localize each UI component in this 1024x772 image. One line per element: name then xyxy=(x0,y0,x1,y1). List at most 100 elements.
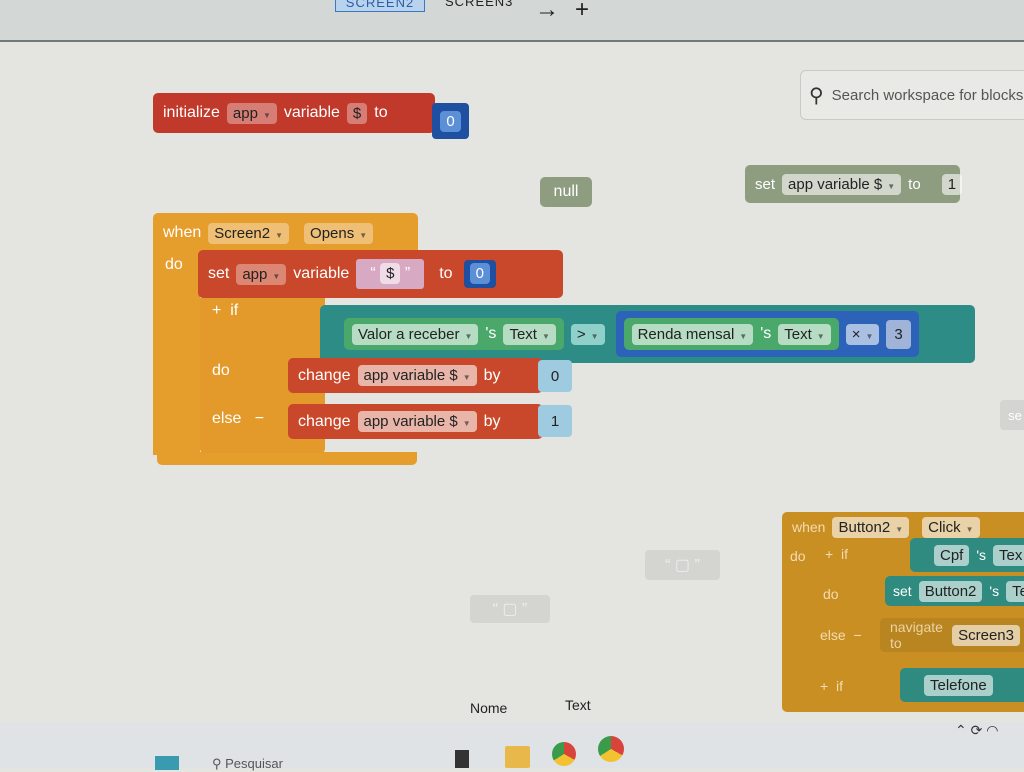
component-dropdown[interactable]: Button2▼ xyxy=(832,516,910,538)
compare-block[interactable]: Cpf 's Tex xyxy=(910,538,1024,572)
number-field[interactable]: 1 xyxy=(941,173,963,195)
chrome-profile-icon[interactable] xyxy=(598,736,624,762)
component-dropdown[interactable]: Screen2▼ xyxy=(208,222,290,244)
block-label: change xyxy=(298,412,351,430)
navigate-block[interactable]: navigate to Screen3 xyxy=(880,618,1024,652)
block-label: initialize xyxy=(163,104,220,121)
block-label: set xyxy=(893,583,912,599)
variable-dropdown[interactable]: app variable $▼ xyxy=(357,365,477,386)
do-label: do xyxy=(212,362,230,379)
else-label: else − xyxy=(820,627,862,643)
ghost-text-block[interactable]: “ ▢ ” xyxy=(645,550,720,580)
operator-dropdown[interactable]: >▼ xyxy=(570,323,605,345)
property-dropdown[interactable]: Text▼ xyxy=(503,323,556,345)
component-dropdown[interactable]: Button2 xyxy=(918,580,983,602)
block-label: 's xyxy=(760,325,772,342)
if-label: + if xyxy=(212,302,239,319)
add-screen-icon[interactable]: + xyxy=(575,0,591,23)
arrow-right-icon[interactable]: → xyxy=(535,0,560,23)
event-bottom xyxy=(157,452,417,465)
number-block[interactable]: 1 xyxy=(538,405,572,437)
app-icon[interactable] xyxy=(455,750,469,768)
event-dropdown[interactable]: Opens▼ xyxy=(304,222,374,244)
block-label: by xyxy=(483,412,501,430)
math-operator-dropdown[interactable]: ×▼ xyxy=(845,323,880,345)
mutator-minus-icon[interactable]: − xyxy=(254,410,265,427)
tab-screen3[interactable]: SCREEN3 xyxy=(445,0,514,9)
block-label: 's xyxy=(989,583,1000,599)
scope-dropdown[interactable]: app▼ xyxy=(226,102,277,124)
multiply-block[interactable]: Renda mensal▼ 's Text▼ ×▼ 3 xyxy=(615,311,919,357)
mutator-plus-icon[interactable]: + xyxy=(212,302,222,319)
tab-screen2[interactable]: SCREEN2 xyxy=(335,0,425,12)
set-variable-block[interactable]: set app▼ variable “ $ ” to 0 xyxy=(198,250,563,298)
taskbar-search[interactable]: ⚲ Pesquisar xyxy=(212,756,283,771)
screen-opens-event-block[interactable] xyxy=(153,213,418,253)
block-label: navigate to xyxy=(890,619,943,651)
variable-dropdown[interactable]: app variable $▼ xyxy=(357,411,477,432)
null-block[interactable]: null xyxy=(540,177,592,207)
block-label: to xyxy=(908,175,921,193)
event-dropdown[interactable]: Click▼ xyxy=(922,516,980,538)
do-label: do xyxy=(790,548,806,564)
block-label: by xyxy=(483,366,501,384)
block-label: variable xyxy=(293,265,350,282)
initialize-variable-block[interactable]: initialize app▼ variable $ to xyxy=(153,93,435,133)
property-field-text[interactable]: Text xyxy=(565,697,591,713)
file-explorer-icon[interactable] xyxy=(505,746,530,768)
if-label: + if xyxy=(825,546,848,562)
event-header: when Button2▼ Click▼ xyxy=(782,514,990,540)
partial-set-block[interactable]: se xyxy=(1000,400,1024,430)
chrome-icon[interactable] xyxy=(552,742,576,766)
block-label: set xyxy=(755,175,776,193)
component-field-nome[interactable]: Nome xyxy=(470,700,508,716)
number-field[interactable]: 0 xyxy=(469,263,490,284)
text-string-block[interactable]: “ $ ” xyxy=(356,259,425,289)
workspace-search[interactable]: ⚲ Search workspace for blocks xyxy=(800,70,1024,120)
block-label: to xyxy=(439,265,453,282)
property-dropdown[interactable]: Text▼ xyxy=(778,323,831,345)
change-variable-block[interactable]: change app variable $▼ by xyxy=(288,404,543,439)
block-label: 's xyxy=(976,547,987,563)
scope-dropdown[interactable]: app▼ xyxy=(236,263,287,285)
compare-block[interactable]: Valor a receber▼ 's Text▼ >▼ Renda mensa… xyxy=(320,305,975,363)
variable-dropdown[interactable]: app variable $▼ xyxy=(782,173,902,195)
else-label: else − xyxy=(212,410,265,427)
number-field[interactable]: 3 xyxy=(886,319,911,349)
block-label: null xyxy=(553,183,579,200)
block-label: to xyxy=(374,104,388,121)
block-label: 's xyxy=(485,325,497,342)
screen-tabs-bar: SCREEN2 SCREEN3 → + xyxy=(0,0,1024,42)
set-property-block[interactable]: set Button2 's Te xyxy=(885,576,1024,606)
property-dropdown[interactable]: Tex xyxy=(993,544,1024,566)
component-dropdown[interactable]: Cpf xyxy=(934,544,970,566)
number-block[interactable]: 0 xyxy=(463,260,496,288)
number-field[interactable]: 0 xyxy=(440,110,461,132)
compare-block[interactable]: Telefone xyxy=(900,668,1024,702)
component-dropdown[interactable]: Renda mensal▼ xyxy=(631,323,754,345)
number-block[interactable]: 0 xyxy=(538,360,572,392)
property-dropdown[interactable]: Te xyxy=(1006,580,1024,602)
text-field[interactable]: $ xyxy=(380,263,401,284)
ghost-text-block[interactable]: “ ▢ ” xyxy=(470,595,550,623)
block-label: when xyxy=(163,224,202,241)
component-dropdown[interactable]: Telefone xyxy=(924,674,993,696)
component-text-getter[interactable]: Valor a receber▼ 's Text▼ xyxy=(344,318,564,350)
windows-start-icon[interactable] xyxy=(155,756,179,770)
variable-name-field[interactable]: $ xyxy=(346,102,368,124)
block-label: change xyxy=(298,366,351,384)
do-label: do xyxy=(165,256,183,273)
search-input[interactable]: Search workspace for blocks xyxy=(831,86,1024,104)
if-label: + if xyxy=(820,678,843,694)
number-block[interactable]: 0 xyxy=(432,103,469,139)
set-variable-block-disabled[interactable]: set app variable $▼ to 1 xyxy=(745,165,963,203)
component-dropdown[interactable]: Valor a receber▼ xyxy=(352,323,479,345)
taskbar: ⚲ Pesquisar ⌃ ⟳ ◠ xyxy=(0,722,1024,771)
system-tray-icons[interactable]: ⌃ ⟳ ◠ xyxy=(955,722,999,738)
screen-field[interactable]: Screen3 xyxy=(952,624,1020,646)
event-header: when Screen2▼ Opens▼ xyxy=(153,216,383,250)
search-icon: ⚲ xyxy=(809,84,824,107)
change-variable-block[interactable]: change app variable $▼ by xyxy=(288,358,543,393)
block-label: when xyxy=(792,519,826,535)
component-text-getter[interactable]: Renda mensal▼ 's Text▼ xyxy=(623,318,839,350)
